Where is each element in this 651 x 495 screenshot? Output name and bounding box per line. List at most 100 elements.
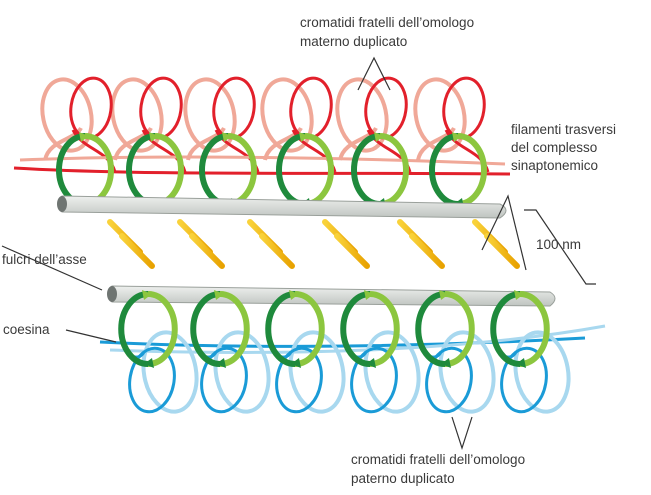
paternal-light-loop — [288, 330, 346, 414]
cohesin-arrow-head — [216, 358, 226, 368]
maternal-light-loops — [40, 77, 467, 161]
paternal-light-loop — [438, 330, 496, 414]
cohesin-arc-dark — [429, 133, 459, 207]
transverse-filament-rod — [409, 233, 445, 269]
cohesin-arrow-head — [374, 132, 384, 142]
cohesin-arc-light — [147, 291, 178, 367]
lateral-element-top — [57, 195, 507, 219]
label-axis-fulcra: fulcri dell’asse — [2, 252, 87, 267]
cohesin-rings-top — [56, 132, 487, 208]
maternal-light-loop-tail — [43, 126, 83, 161]
paternal-light-loops — [141, 330, 571, 414]
cohesin-arc-dark — [351, 133, 381, 207]
paternal-dark-loop — [200, 346, 248, 414]
cohesin-arc-dark — [265, 291, 296, 367]
maternal-light-loop — [260, 77, 314, 153]
cohesin-arrow-head — [149, 132, 159, 142]
cohesin-arrow-head — [514, 290, 524, 300]
cohesin-arc-light — [369, 291, 400, 367]
maternal-light-loop-tail — [263, 126, 303, 161]
cohesin-ring-bottom — [490, 290, 550, 368]
maternal-light-loop — [110, 77, 164, 153]
cohesin-arc-light — [519, 291, 550, 367]
cohesin-arrow-head — [79, 132, 89, 142]
maternal-light-loop — [413, 77, 467, 153]
leader-fulcra — [1, 245, 103, 291]
cohesin-arc-light — [219, 291, 250, 367]
paternal-light-loop — [141, 330, 199, 414]
cohesin-ring-bottom — [415, 290, 475, 368]
paternal-dark-loop — [350, 346, 398, 414]
transverse-filament-rod — [334, 233, 370, 269]
cohesin-arc-dark — [340, 291, 371, 367]
paternal-light-loop — [213, 330, 271, 414]
cohesin-arc-light — [294, 291, 325, 367]
cohesin-ring-bottom — [340, 290, 400, 368]
cohesin-ring-bottom — [190, 290, 250, 368]
transverse-filament-rod — [259, 233, 295, 269]
cohesin-arrow-head — [299, 132, 309, 142]
label-paternal-line2: paterno duplicato — [351, 471, 455, 486]
leader-scale — [524, 209, 596, 285]
paternal-dark-loop — [425, 346, 473, 414]
label-filaments-line3: sinaptonemico — [511, 158, 598, 173]
cohesin-ring-bottom — [265, 290, 325, 368]
maternal-light-loop — [183, 77, 237, 153]
maternal-light-loop-tail — [416, 126, 456, 161]
cohesin-arrow-head — [441, 358, 451, 368]
maternal-light-loop — [40, 77, 94, 153]
leader-maternal — [357, 56, 391, 91]
lateral-bar-top — [57, 195, 507, 219]
cohesin-arrow-head — [222, 132, 232, 142]
lateral-bar-top-end — [57, 196, 67, 212]
paternal-dark-loop — [500, 346, 548, 414]
cohesin-arrow-head — [291, 358, 301, 368]
cohesin-arrow-head — [439, 290, 449, 300]
maternal-light-loop-tail — [113, 126, 153, 161]
cohesin-arc-light — [379, 133, 409, 207]
leader-paternal — [451, 416, 473, 450]
leader-filaments — [481, 194, 527, 271]
paternal-light-loop — [513, 330, 571, 414]
leader-lines — [1, 56, 596, 450]
leader-cohesin — [65, 329, 117, 343]
label-filaments-line1: filamenti trasversi — [511, 122, 616, 137]
cohesin-arrow-head — [289, 290, 299, 300]
cohesin-arrow-head — [366, 358, 376, 368]
transverse-filament-rod — [484, 233, 520, 269]
cohesin-arrow-head — [364, 290, 374, 300]
label-paternal-line1: cromatidi fratelli dell’omologo — [351, 452, 525, 467]
cohesin-ring-bottom — [118, 290, 178, 368]
lateral-bar-bottom — [107, 285, 556, 307]
maternal-axis-line-light — [19, 155, 506, 166]
transverse-filaments — [107, 219, 520, 269]
label-scale: 100 nm — [536, 237, 581, 252]
cohesin-arc-dark — [415, 291, 446, 367]
cohesin-arc-dark — [490, 291, 521, 367]
cohesin-arrow-head — [452, 132, 462, 142]
label-maternal-line2: materno duplicato — [300, 34, 407, 49]
transverse-filament-rod — [189, 233, 225, 269]
cohesin-arc-dark — [118, 291, 149, 367]
transverse-filament-rod — [119, 233, 155, 269]
paternal-dark-loop — [128, 346, 176, 414]
cohesin-arc-light — [444, 291, 475, 367]
label-maternal-line1: cromatidi fratelli dell’omologo — [300, 15, 474, 30]
maternal-chromatid-axis — [13, 155, 511, 176]
lateral-bar-bottom-end — [107, 286, 117, 302]
paternal-dark-loop — [275, 346, 323, 414]
lateral-element-bottom — [107, 285, 556, 307]
cohesin-arrow-head — [214, 290, 224, 300]
maternal-axis-line — [13, 166, 511, 176]
maternal-light-loop-tail — [338, 126, 378, 161]
cohesin-arrow-head — [516, 358, 526, 368]
label-filaments-line2: del complesso — [511, 140, 597, 155]
cohesin-arrow-head — [142, 290, 152, 300]
paternal-light-loop — [363, 330, 421, 414]
cohesin-arc-dark — [190, 291, 221, 367]
label-cohesin: coesina — [3, 322, 50, 337]
maternal-light-loop — [335, 77, 389, 153]
cohesin-arc-light — [457, 133, 487, 207]
